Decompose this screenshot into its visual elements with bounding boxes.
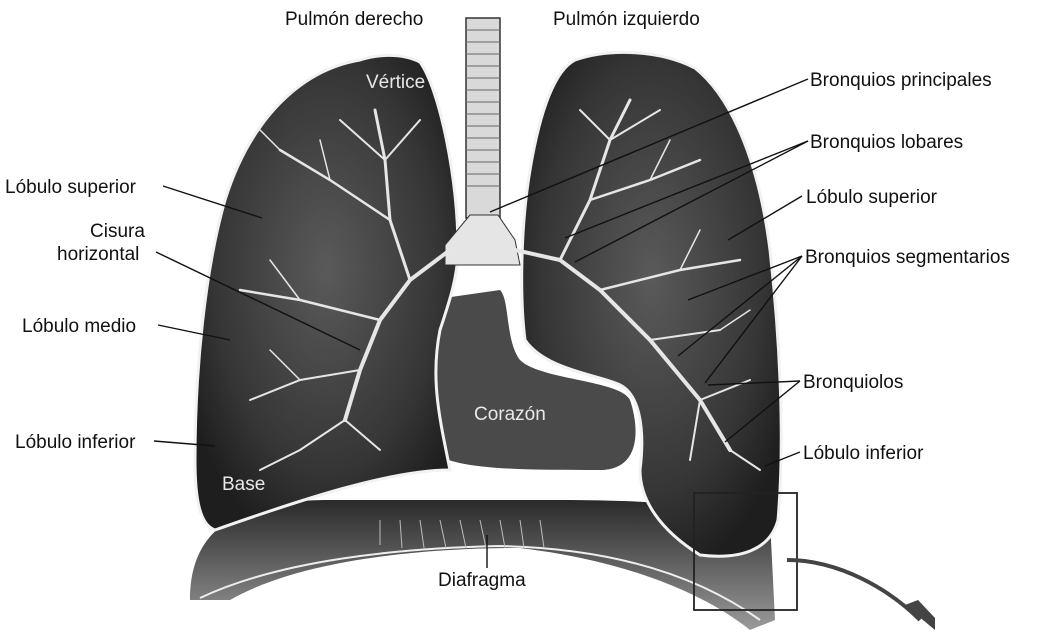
label-heart: Corazón (474, 404, 546, 425)
label-right-lung: Pulmón derecho (285, 9, 423, 30)
label-main-bronchi: Bronquios principales (810, 70, 992, 91)
detail-arrow (787, 560, 920, 620)
label-fissure-line-1: Cisura (90, 221, 145, 242)
label-apex: Vértice (366, 72, 425, 93)
label-base: Base (222, 474, 265, 495)
label-right-lower-lobe: Lóbulo inferior (15, 432, 136, 453)
label-bronchioles: Bronquiolos (803, 372, 903, 393)
right-lung (195, 55, 458, 530)
label-right-upper-lobe: Lóbulo superior (5, 177, 137, 198)
label-segmental-bronchi: Bronquios segmentarios (805, 247, 1010, 268)
label-diaphragm: Diafragma (438, 570, 526, 591)
label-middle-lobe: Lóbulo medio (22, 316, 136, 337)
label-left-lower-lobe: Lóbulo inferior (803, 443, 924, 464)
detail-arrow-head (905, 600, 935, 630)
label-left-upper-lobe: Lóbulo superior (806, 187, 938, 208)
label-fissure-line-2: horizontal (57, 244, 139, 265)
label-left-lung: Pulmón izquierdo (553, 9, 700, 30)
label-lobar-bronchi: Bronquios lobares (810, 132, 963, 153)
